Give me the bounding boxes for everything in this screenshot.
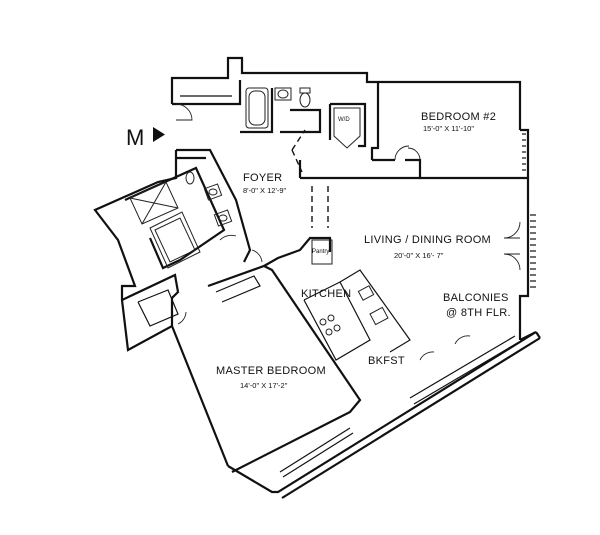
pantry-label: Pantry	[312, 249, 329, 255]
door-swings	[175, 103, 521, 361]
kitchen-fixtures	[311, 239, 389, 336]
window-hatch	[522, 133, 536, 288]
foyer-label: FOYER	[243, 172, 282, 184]
entry-marker: M	[126, 125, 165, 150]
master-bedroom-dims: 14'-0" X 17'-2"	[240, 381, 288, 390]
wd-closet	[333, 107, 361, 149]
bkfst-label: BKFST	[368, 355, 405, 367]
room-labels: BEDROOM #2 15'-0" X 11'-10" FOYER 8'-0" …	[216, 111, 511, 390]
foyer-dims: 8'-0" X 12'-9"	[243, 186, 287, 195]
balconies-label-line2: @ 8TH FLR.	[446, 307, 511, 319]
interior-walls	[121, 80, 520, 473]
bathroom-fixtures	[129, 87, 311, 269]
master-bedroom-label: MASTER BEDROOM	[216, 365, 326, 377]
living-label: LIVING / DINING ROOM	[364, 234, 491, 246]
kitchen-label: KITCHEN	[301, 288, 351, 300]
bedroom2-dims: 15'-0" X 11'-10"	[423, 124, 474, 133]
living-dims: 20'-0" X 16'- 7"	[394, 251, 444, 260]
entry-arrow-icon	[153, 127, 165, 142]
bedroom2-label: BEDROOM #2	[421, 111, 496, 123]
wd-label: W/D	[338, 117, 350, 123]
exterior-walls	[93, 56, 541, 499]
entry-marker-letter: M	[126, 125, 144, 150]
balconies-label-line1: BALCONIES	[443, 292, 509, 304]
